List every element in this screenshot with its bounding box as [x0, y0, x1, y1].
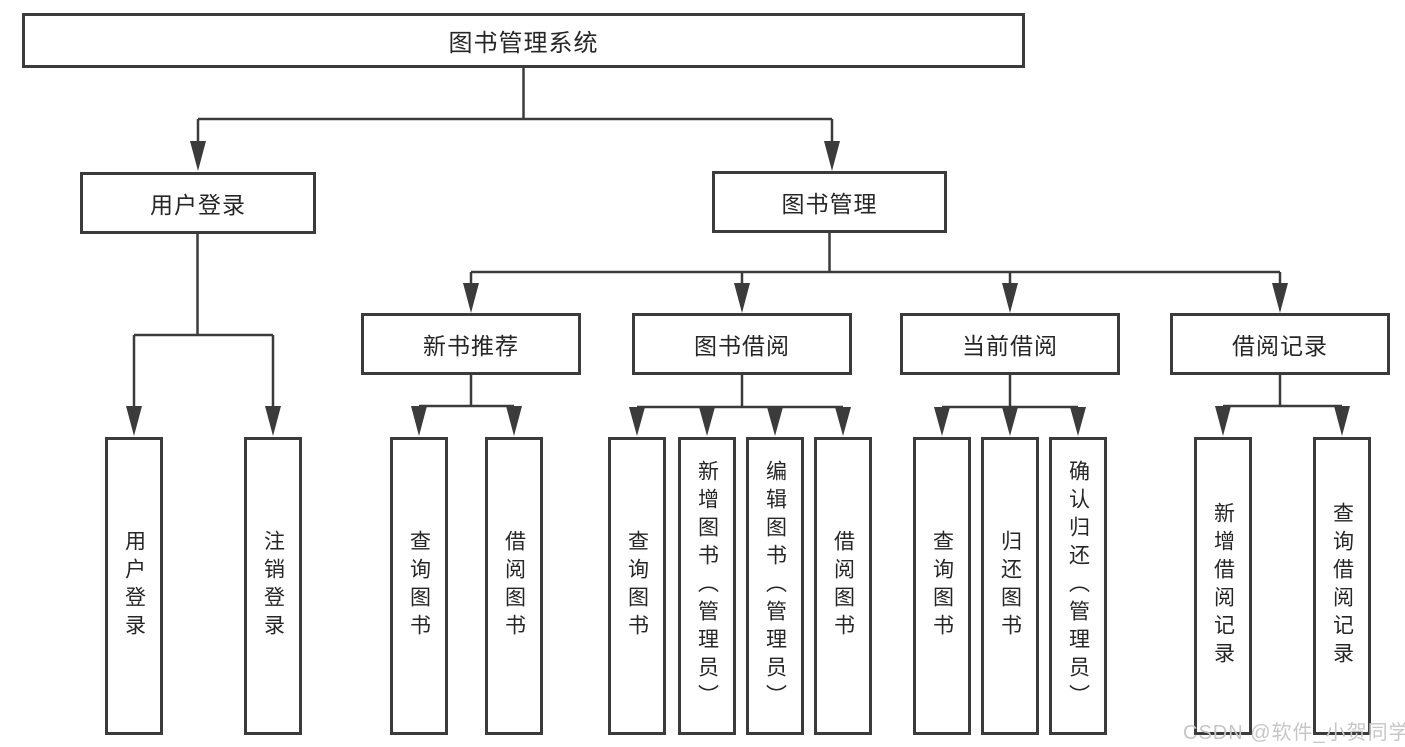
leaf-borrowing-query-books: 查询图书	[608, 437, 666, 735]
node-book-borrowing: 图书借阅	[632, 313, 852, 375]
leaf-current-query-books: 查询图书	[913, 437, 971, 735]
arrowheads	[126, 141, 1350, 436]
leaf-record-query-borrow-record: 查询借阅记录	[1313, 437, 1371, 735]
node-library-management-system: 图书管理系统	[22, 13, 1025, 68]
node-book-management: 图书管理	[712, 171, 947, 233]
leaf-current-return-books: 归还图书	[981, 437, 1039, 735]
node-current-borrowing: 当前借阅	[900, 313, 1120, 375]
leaf-recommend-borrow-books: 借阅图书	[485, 437, 543, 735]
node-new-book-recommend: 新书推荐	[361, 313, 581, 375]
leaf-current-confirm-return-admin: 确认归还（管理员）	[1049, 437, 1107, 735]
leaf-recommend-query-books: 查询图书	[390, 437, 448, 735]
leaf-logout: 注销登录	[244, 437, 302, 735]
connector-lines	[132, 68, 1342, 410]
leaf-record-add-borrow-record: 新增借阅记录	[1194, 437, 1252, 735]
leaf-user-login: 用户登录	[105, 437, 163, 735]
leaf-borrowing-edit-books-admin: 编辑图书（管理员）	[746, 437, 804, 735]
node-user-login: 用户登录	[80, 172, 316, 234]
leaf-borrowing-borrow-books: 借阅图书	[814, 437, 872, 735]
node-borrowing-records: 借阅记录	[1170, 313, 1390, 375]
leaf-borrowing-add-books-admin: 新增图书（管理员）	[678, 437, 736, 735]
csdn-watermark: CSDN @软件_小贺同学	[1183, 722, 1405, 744]
